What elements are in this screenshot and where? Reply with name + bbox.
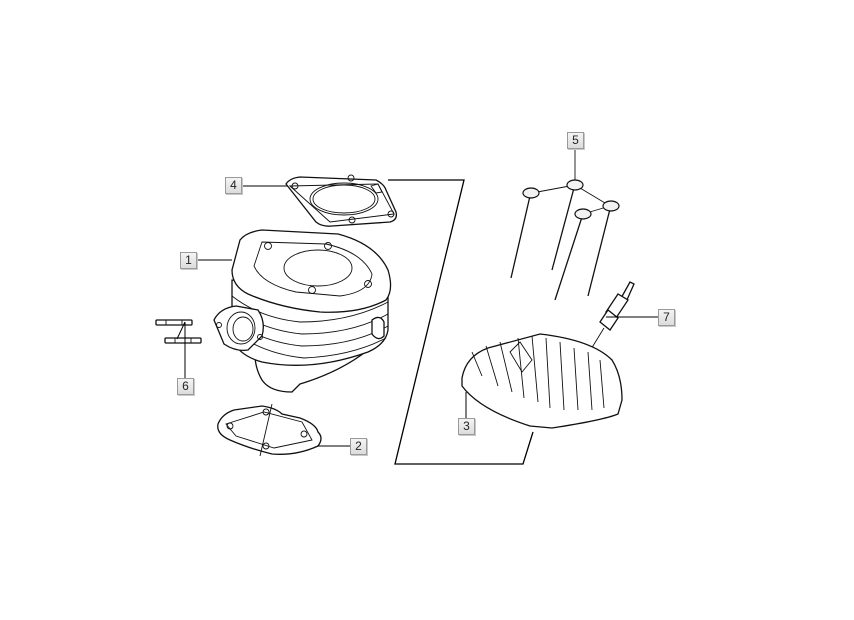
callout-7-spark-plug[interactable]: 7 xyxy=(658,309,675,326)
callout-5-head-bolts[interactable]: 5 xyxy=(567,132,584,149)
callout-2-base-gasket[interactable]: 2 xyxy=(350,438,367,455)
callout-6-studs[interactable]: 6 xyxy=(177,378,194,395)
callout-1-cylinder[interactable]: 1 xyxy=(180,252,197,269)
cylinder-head-drawing[interactable] xyxy=(461,333,623,429)
cylinder-drawing[interactable] xyxy=(213,229,392,393)
callout-3-cylinder-head[interactable]: 3 xyxy=(458,418,475,435)
base-gasket-drawing[interactable] xyxy=(217,403,322,457)
head-gasket-drawing[interactable] xyxy=(285,174,398,227)
callout-4-head-gasket[interactable]: 4 xyxy=(225,177,242,194)
assembly-bracket xyxy=(388,179,534,465)
studs-drawing[interactable] xyxy=(155,319,202,344)
spark-plug-drawing[interactable] xyxy=(587,281,635,355)
head-bolts-drawing[interactable] xyxy=(510,147,620,301)
leader-lines xyxy=(176,185,658,447)
